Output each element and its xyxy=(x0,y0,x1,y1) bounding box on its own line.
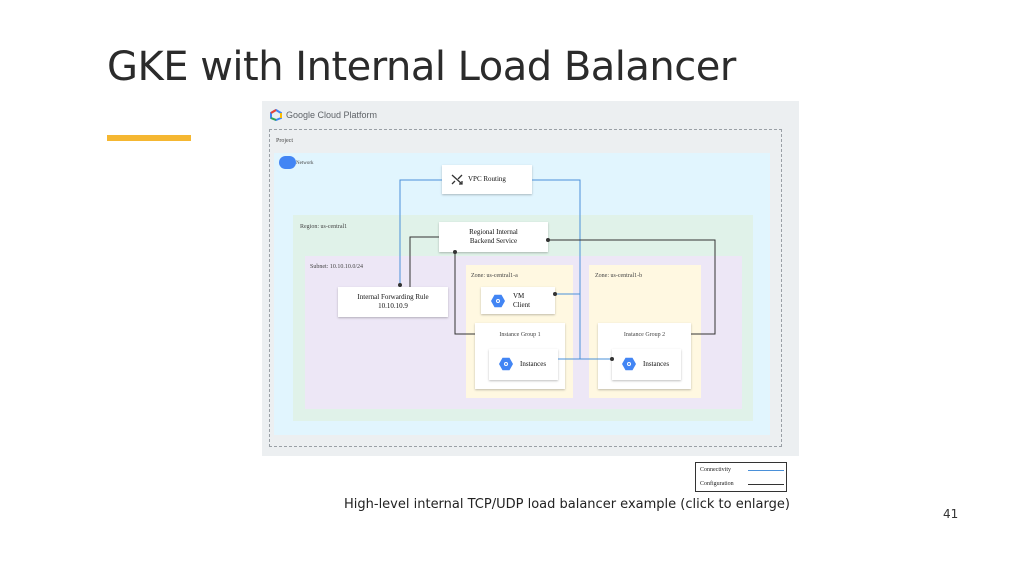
zone-a-label: Zone: us-central1-a xyxy=(471,273,518,279)
project-label: Project xyxy=(276,138,293,144)
forwarding-rule[interactable]: Internal Forwarding Rule 10.10.10.9 xyxy=(338,287,448,317)
connectivity-line xyxy=(532,179,581,360)
connector-dot xyxy=(610,357,614,361)
network-label: Network xyxy=(296,161,314,166)
legend-connectivity-label: Connectivity xyxy=(700,467,731,473)
compute-engine-icon xyxy=(491,294,505,308)
diagram-legend: Connectivity Configuration xyxy=(695,462,787,492)
compute-engine-icon xyxy=(499,357,513,371)
vm-client[interactable]: VM Client xyxy=(481,287,555,314)
gcp-brand-label: Google Cloud Platform xyxy=(286,110,378,120)
instances-2-label: Instances xyxy=(643,360,670,368)
instances-1-label: Instances xyxy=(520,360,547,368)
configuration-line xyxy=(409,236,439,287)
region-label: Region: us-central1 xyxy=(300,224,348,230)
forwarding-rule-line2: 10.10.10.9 xyxy=(378,302,408,310)
zone-b-label: Zone: us-central1-b xyxy=(595,273,643,279)
legend-connectivity-line xyxy=(748,470,784,471)
vpc-routing-label: VPC Routing xyxy=(468,175,506,183)
architecture-diagram[interactable]: Google Cloud Platform Project Network Re… xyxy=(262,101,799,456)
vm-client-line2: Client xyxy=(513,301,531,309)
connector-lines xyxy=(399,179,716,360)
backend-service-line2: Backend Service xyxy=(469,237,518,245)
compute-engine-icon xyxy=(622,357,636,371)
page-number: 41 xyxy=(943,507,959,521)
forwarding-rule-line1: Internal Forwarding Rule xyxy=(357,293,429,301)
connector-dot xyxy=(398,283,402,287)
gcp-logo-icon xyxy=(270,109,282,121)
instance-group-2-label: Instance Group 2 xyxy=(623,332,666,338)
instances-1[interactable]: Instances xyxy=(489,349,558,380)
backend-service[interactable]: Regional Internal Backend Service xyxy=(439,222,548,252)
legend-configuration-label: Configuration xyxy=(700,481,734,487)
slide-title: GKE with Internal Load Balancer xyxy=(107,44,736,90)
connector-dot xyxy=(553,292,557,296)
legend-configuration-line xyxy=(748,484,784,485)
backend-service-line1: Regional Internal xyxy=(469,228,518,236)
title-accent-bar xyxy=(107,135,191,141)
network-icon xyxy=(279,156,296,169)
connector-dot xyxy=(453,250,457,254)
diagram-caption-link[interactable]: High-level internal TCP/UDP load balance… xyxy=(344,497,790,512)
instances-2[interactable]: Instances xyxy=(612,349,681,380)
instance-group-1-label: Instance Group 1 xyxy=(499,332,541,338)
connector-dot xyxy=(546,238,550,242)
vm-client-line1: VM xyxy=(513,292,525,300)
configuration-line xyxy=(548,239,716,335)
configuration-line xyxy=(454,252,475,335)
vpc-routing[interactable]: VPC Routing xyxy=(442,165,532,194)
routing-arrows-icon xyxy=(451,174,463,185)
connectivity-line xyxy=(399,179,442,287)
subnet-label: Subnet: 10.10.10.0/24 xyxy=(310,264,364,270)
